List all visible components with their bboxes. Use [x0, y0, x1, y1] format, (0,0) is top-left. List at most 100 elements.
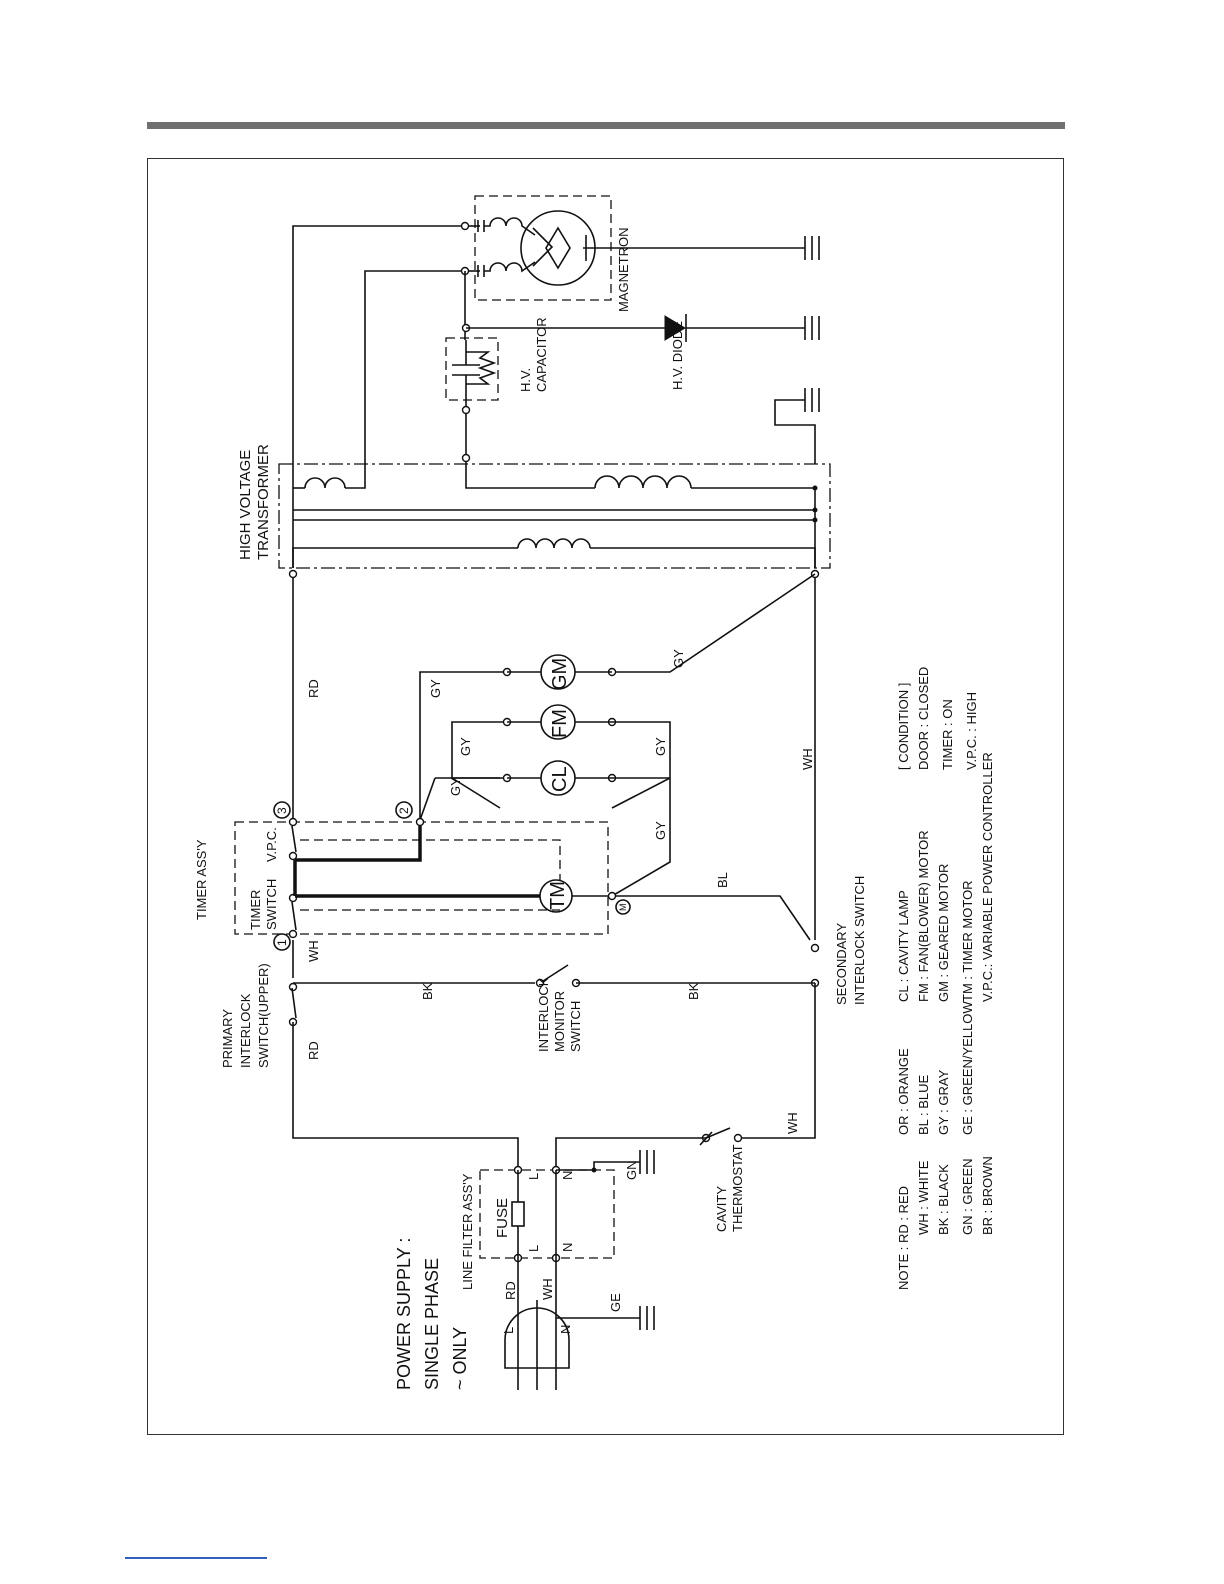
primary-interlock-label-2: INTERLOCK — [238, 993, 253, 1068]
cavity-thermostat-label-2: THERMOSTAT — [730, 1144, 745, 1232]
wire-wh: WH — [785, 1112, 800, 1134]
note-color2: GE : GREEN/YELLOW — [960, 1001, 975, 1135]
note-color2: GY : GRAY — [936, 1069, 951, 1135]
wire-l: L — [526, 1173, 541, 1180]
wire-bk: BK — [420, 982, 435, 1000]
labels: HIGH VOLTAGE TRANSFORMER MAGNETRON H.V. … — [194, 228, 867, 1391]
wire-gy: GY — [653, 737, 668, 756]
filament-coil — [304, 477, 346, 489]
note-abbrev: GM : GEARED MOTOR — [936, 864, 951, 1002]
note-color: GN : GREEN — [960, 1158, 975, 1235]
legend-notes: NOTE : RD : RED WH : WHITE BK : BLACK GN… — [896, 667, 995, 1290]
diagram-frame — [147, 158, 1064, 1435]
wire-n: N — [560, 1243, 575, 1252]
note-color: BK : BLACK — [936, 1164, 951, 1235]
secondary-interlock-label-2: INTERLOCK SWITCH — [852, 876, 867, 1005]
interlock-monitor-label-3: SWITCH — [568, 1001, 583, 1052]
timer-assembly — [234, 817, 617, 939]
note-color2: OR : ORANGE — [896, 1048, 911, 1135]
power-supply-label-2: SINGLE PHASE — [422, 1258, 442, 1390]
hv-capacitor-label-2: CAPACITOR — [534, 317, 549, 392]
diode-icon — [664, 315, 686, 341]
wire-gy: GY — [653, 821, 668, 840]
wire-ge: GE — [608, 1293, 623, 1312]
interlock-monitor-label-1: INTERLOCK — [536, 977, 551, 1052]
fm-symbol: FM — [549, 709, 571, 738]
capacitor-outline — [445, 337, 499, 401]
line-filter-outline — [479, 1169, 615, 1259]
interlock-monitor-switch — [539, 964, 569, 984]
power-supply-label-3: ~ ONLY — [450, 1327, 470, 1390]
primary-coil — [517, 538, 591, 549]
wire-bk: BK — [686, 982, 701, 1000]
terminal-1: 1 — [275, 939, 289, 946]
cl-symbol: CL — [549, 766, 571, 792]
note-abbrev: V.P.C.: VARIABLE POWER CONTROLLER — [980, 752, 995, 1002]
terminal-numbers: 1 2 3 M — [273, 801, 631, 951]
line-filter — [479, 1150, 655, 1390]
ground-icon — [804, 236, 820, 260]
cavity-lamp — [540, 760, 576, 796]
terminal-m: M — [618, 904, 628, 912]
terminal-3: 3 — [275, 807, 289, 814]
geared-motor — [540, 654, 576, 690]
hvt-label-2: TRANSFORMER — [255, 444, 272, 560]
vpc-label: V.P.C. — [264, 827, 279, 862]
wire-rd: RD — [306, 1041, 321, 1060]
ground-icon — [639, 1306, 655, 1330]
secondary-interlock-label-1: SECONDARY — [834, 923, 849, 1005]
note-color: BR : BROWN — [980, 1156, 995, 1235]
primary-interlock-label-3: SWITCH(UPPER) — [256, 963, 271, 1068]
power-supply-label-1: POWER SUPPLY : — [394, 1238, 414, 1390]
note-color: NOTE : RD : RED — [896, 1186, 911, 1290]
hv-diode-label: H.V. DIODE — [670, 321, 685, 390]
wire-gy: GY — [458, 737, 473, 756]
wire-l: L — [526, 1245, 541, 1252]
wire-wh: WH — [800, 748, 815, 770]
hv-capacitor-label-1: H.V. — [518, 368, 533, 392]
fuse-icon — [511, 1201, 525, 1227]
interlock-monitor-label-2: MONITOR — [552, 991, 567, 1052]
high-voltage-transformer — [278, 225, 831, 569]
bleeder-resistor — [466, 351, 497, 385]
note-color2: BL : BLUE — [916, 1074, 931, 1135]
hvt-label-1: HIGH VOLTAGE — [237, 450, 254, 560]
ground-icon — [804, 316, 820, 340]
wire-gy: GY — [671, 649, 686, 668]
hv-diode — [466, 314, 820, 412]
note-condition: V.P.C. : HIGH — [964, 692, 979, 770]
motors — [540, 654, 576, 796]
timer-switch-label-2: SWITCH — [264, 879, 279, 930]
tm-symbol: TM — [547, 881, 569, 910]
wire-n: N — [558, 1325, 573, 1334]
ground-icon — [804, 388, 820, 412]
terminal-2: 2 — [397, 807, 411, 814]
wire-rd: RD — [306, 679, 321, 698]
note-abbrev: FM : FAN(BLOWER) MOTOR — [916, 830, 931, 1002]
gm-symbol: GM — [549, 658, 571, 690]
fan-motor — [540, 704, 576, 740]
magnetron — [460, 195, 820, 301]
ground-icon — [639, 1150, 655, 1174]
power-plug-icon — [504, 1307, 570, 1369]
secondary-coil — [594, 475, 692, 489]
note-abbrev: CL : CAVITY LAMP — [896, 890, 911, 1002]
wire-gy: GY — [448, 777, 463, 796]
header-rule — [147, 122, 1065, 129]
wire-gn: GN — [624, 1161, 639, 1181]
wire-gy: GY — [428, 679, 443, 698]
fuse-label: FUSE — [494, 1198, 511, 1238]
hv-capacitor — [445, 271, 499, 463]
wire-bl: BL — [715, 872, 730, 888]
note-condition: [ CONDITION ] — [896, 683, 911, 770]
main-wiring — [288, 569, 820, 1168]
primary-interlock-label-1: PRIMARY — [220, 1009, 235, 1068]
note-condition: DOOR : CLOSED — [916, 667, 931, 770]
wire-wh: WH — [540, 1278, 555, 1300]
wire-n: N — [560, 1171, 575, 1180]
wire-wh: WH — [306, 940, 321, 962]
magnetron-label: MAGNETRON — [616, 228, 631, 313]
transformer-outline — [278, 463, 831, 569]
timer-assy-label: TIMER ASS'Y — [194, 839, 209, 920]
